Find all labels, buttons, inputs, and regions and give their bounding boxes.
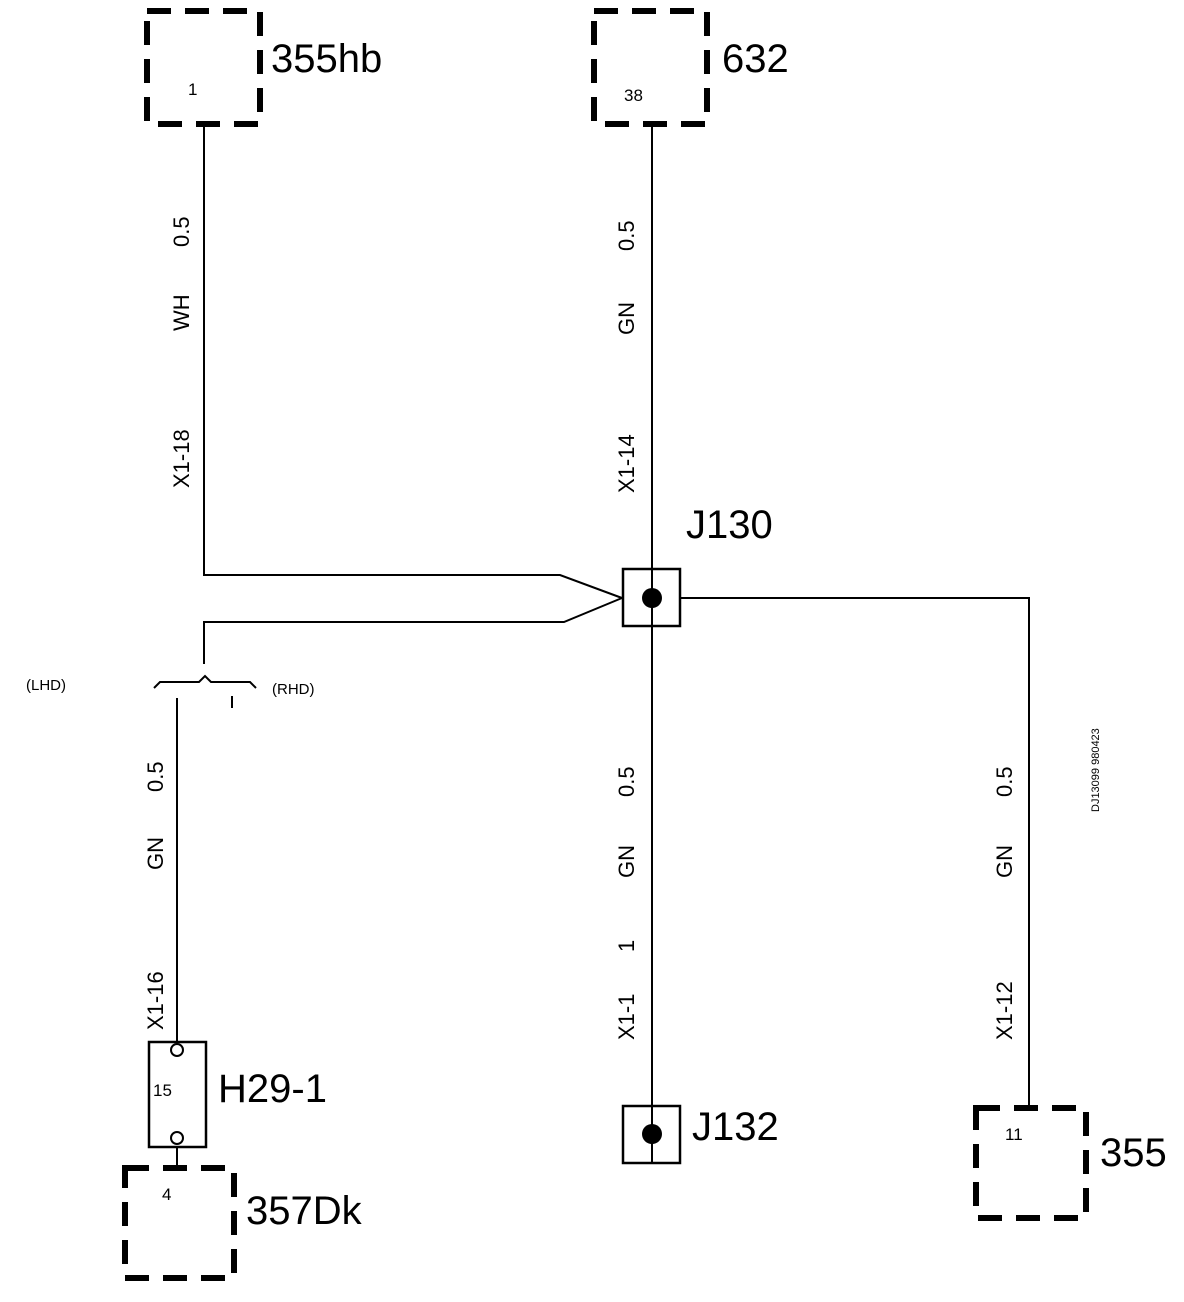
- wire-connector-355hb: X1-18: [169, 429, 194, 488]
- component-355[interactable]: 11 355: [973, 1105, 1167, 1221]
- connector-box-632: [591, 8, 710, 127]
- variant-label-lhd: (LHD): [26, 677, 66, 694]
- wire-variant-h29-1[interactable]: 0.5 GN X1-16: [143, 698, 178, 1042]
- wire-color-h29: GN: [143, 837, 168, 870]
- pin-label-355: 11: [1005, 1125, 1023, 1144]
- wire-connector-h29: X1-16: [143, 971, 168, 1030]
- wire-connector-632: X1-14: [614, 434, 639, 493]
- wire-pin-j132: 1: [614, 940, 639, 952]
- pin-label-h29-1: 15: [153, 1081, 172, 1100]
- wire-size-h29: 0.5: [143, 761, 168, 792]
- wire-j130-j132[interactable]: 0.5 GN 1 X1-1: [614, 626, 653, 1106]
- wire-355hb-j130[interactable]: 0.5 WH X1-18: [169, 124, 623, 599]
- wire-connector-j132: X1-1: [614, 994, 639, 1040]
- wire-color-355: GN: [992, 845, 1017, 878]
- splice-j132[interactable]: J132: [621, 1104, 779, 1165]
- wire-color-j132: GN: [614, 845, 639, 878]
- wire-632-j130[interactable]: 0.5 GN X1-14: [614, 124, 653, 570]
- drawing-reference: DJ13099 980423: [1090, 728, 1102, 812]
- variant-label-rhd: (RHD): [272, 681, 315, 698]
- component-label-355: 355: [1100, 1131, 1167, 1175]
- wire-connector-355: X1-12: [992, 981, 1017, 1040]
- splice-label-j132: J132: [692, 1105, 779, 1149]
- component-label-632: 632: [722, 37, 789, 81]
- connector-box-357dk: [122, 1165, 237, 1281]
- component-357dk[interactable]: 4 357Dk: [122, 1165, 363, 1281]
- pin-label-357dk: 4: [162, 1185, 171, 1204]
- splice-dot-j130: [642, 588, 662, 608]
- wire-size-j132: 0.5: [614, 766, 639, 797]
- wire-path-355hb: [203, 124, 623, 599]
- wire-j130-355[interactable]: 0.5 GN X1-12: [680, 597, 1030, 1106]
- splice-j130[interactable]: J130: [621, 503, 773, 628]
- wire-size-355: 0.5: [992, 766, 1017, 797]
- pin-label-632: 38: [624, 86, 643, 105]
- wire-color-355hb: WH: [169, 294, 194, 331]
- component-355hb[interactable]: 1 355hb: [144, 8, 382, 127]
- component-label-357dk: 357Dk: [246, 1189, 363, 1233]
- wire-color-632: GN: [614, 302, 639, 335]
- wire-path-variant: [203, 597, 623, 664]
- connector-box-355hb: [144, 8, 263, 127]
- wire-size-355hb: 0.5: [169, 216, 194, 247]
- splice-dot-j132: [642, 1124, 662, 1144]
- component-h29-1[interactable]: 15 H29-1: [147, 1040, 327, 1168]
- splice-label-j130: J130: [686, 503, 773, 547]
- pin-label-355hb: 1: [188, 80, 197, 99]
- variant-brace: [153, 674, 257, 689]
- wire-j130-variant[interactable]: (LHD) (RHD): [26, 597, 623, 708]
- wire-path-355: [680, 597, 1030, 1106]
- terminal-bottom-h29-1: [170, 1131, 184, 1145]
- terminal-top-h29-1: [170, 1043, 184, 1057]
- connector-box-355: [973, 1105, 1089, 1221]
- wire-size-632: 0.5: [614, 220, 639, 251]
- component-label-h29-1: H29-1: [218, 1067, 327, 1111]
- component-632[interactable]: 38 632: [591, 8, 789, 127]
- component-label-355hb: 355hb: [271, 37, 382, 81]
